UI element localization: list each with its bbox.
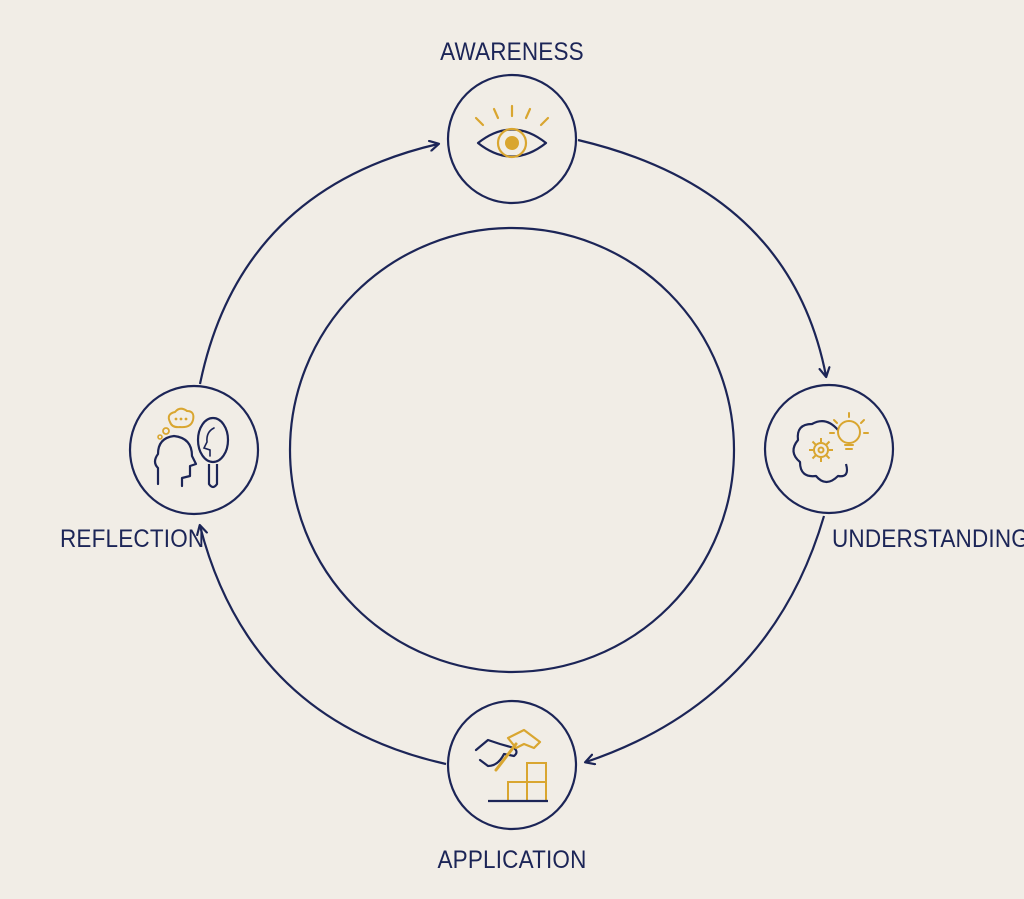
- node-reflection: [128, 384, 260, 516]
- stage-label-understanding: UNDERSTANDING: [832, 525, 1024, 553]
- arrow-understanding-to-application: [586, 515, 826, 762]
- stage-label-application: APPLICATION: [437, 846, 587, 874]
- brain-gear-lightbulb-icon: [792, 412, 869, 484]
- node-application: [446, 699, 578, 831]
- eye-icon: [474, 104, 550, 159]
- arrow-application-to-reflection: [200, 526, 447, 766]
- hand-hammer-blocks-icon: [474, 728, 548, 803]
- node-understanding: [763, 383, 895, 515]
- arrow-awareness-to-understanding: [577, 138, 826, 376]
- head-mirror-icon: [153, 407, 230, 489]
- arrow-reflection-to-awareness: [198, 144, 438, 385]
- node-awareness: [446, 73, 578, 205]
- stage-label-awareness: AWARENESS: [440, 38, 584, 66]
- stage-label-reflection: REFLECTION: [60, 525, 205, 553]
- inner-circle: [288, 226, 736, 674]
